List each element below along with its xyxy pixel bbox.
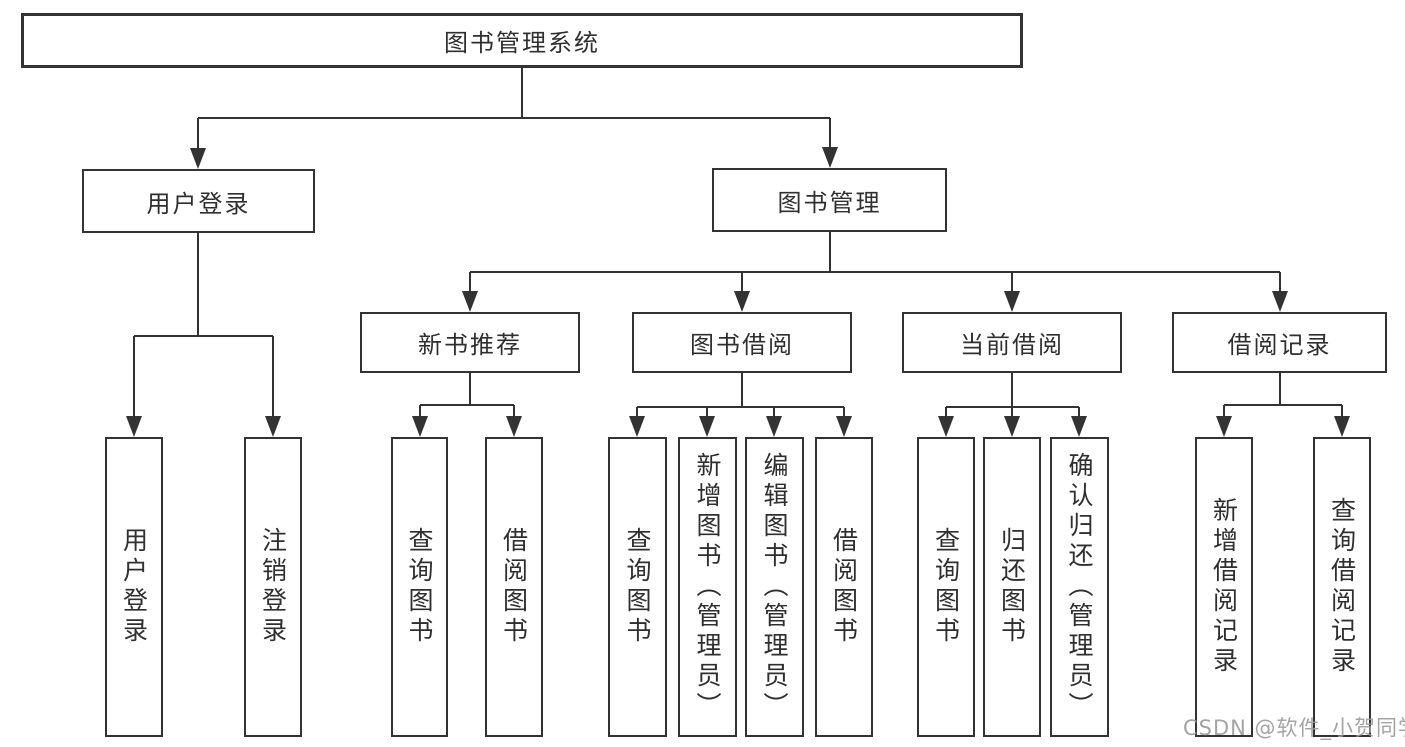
arrowhead-icon bbox=[822, 147, 838, 168]
leaf-recommend-borrow-books-label: 借阅图书 bbox=[499, 527, 529, 647]
arrowhead-icon bbox=[190, 148, 206, 169]
arrowhead-icon bbox=[734, 291, 750, 312]
watermark: CSDN @软件_小贺同学 bbox=[1183, 716, 1405, 740]
leaf-logout-label: 注销登录 bbox=[258, 527, 288, 647]
node-new-book-recommend-label: 新书推荐 bbox=[418, 331, 522, 359]
leaf-confirm-return-admin-label: 确认归还（管理员） bbox=[1065, 452, 1094, 722]
arrowhead-icon bbox=[938, 416, 954, 437]
leaf-borrow-query-books: 查询图书 bbox=[608, 437, 667, 737]
connector-arrowheads bbox=[126, 147, 1350, 437]
leaf-confirm-return-admin: 确认归还（管理员） bbox=[1050, 437, 1109, 737]
leaf-add-borrow-record-label: 新增借阅记录 bbox=[1209, 497, 1239, 677]
node-user-login-label: 用户登录 bbox=[146, 189, 251, 218]
leaf-borrow-query-books-label: 查询图书 bbox=[623, 527, 652, 647]
node-user-login: 用户登录 bbox=[82, 169, 315, 233]
leaf-borrow-books-label: 借阅图书 bbox=[829, 527, 859, 647]
leaf-recommend-query-books: 查询图书 bbox=[391, 437, 448, 737]
leaf-return-books: 归还图书 bbox=[983, 437, 1041, 737]
connector-borrow-records-trunk bbox=[1223, 373, 1343, 416]
leaf-edit-books-admin: 编辑图书（管理员） bbox=[745, 437, 804, 737]
connector-user-login-trunk bbox=[133, 233, 274, 416]
node-new-book-recommend: 新书推荐 bbox=[360, 312, 580, 373]
arrowhead-icon bbox=[265, 416, 281, 437]
connector-book-management-trunk bbox=[469, 232, 1281, 291]
node-book-management: 图书管理 bbox=[712, 168, 947, 232]
arrowhead-icon bbox=[1272, 291, 1288, 312]
node-root-label: 图书管理系统 bbox=[444, 29, 600, 57]
leaf-user-login: 用户登录 bbox=[105, 437, 163, 737]
arrowhead-icon bbox=[1071, 416, 1087, 437]
node-current-borrow: 当前借阅 bbox=[902, 312, 1122, 373]
node-book-borrow: 图书借阅 bbox=[632, 312, 852, 373]
arrowhead-icon bbox=[1004, 291, 1020, 312]
arrowhead-icon bbox=[1216, 416, 1232, 437]
connector-book-borrow-trunk bbox=[636, 373, 845, 416]
leaf-query-borrow-record-label: 查询借阅记录 bbox=[1327, 497, 1357, 677]
node-borrow-records: 借阅记录 bbox=[1172, 312, 1387, 373]
leaf-query-borrow-record: 查询借阅记录 bbox=[1313, 437, 1371, 737]
arrowhead-icon bbox=[462, 291, 478, 312]
leaf-logout: 注销登录 bbox=[244, 437, 302, 737]
arrowhead-icon bbox=[766, 416, 782, 437]
leaf-add-books-admin-label: 新增图书（管理员） bbox=[693, 452, 722, 722]
connector-new-book-trunk bbox=[419, 373, 515, 416]
node-root: 图书管理系统 bbox=[21, 13, 1023, 68]
node-book-borrow-label: 图书借阅 bbox=[690, 331, 794, 359]
arrowhead-icon bbox=[412, 416, 428, 437]
leaf-add-borrow-record: 新增借阅记录 bbox=[1195, 437, 1253, 737]
leaf-add-books-admin: 新增图书（管理员） bbox=[678, 437, 737, 737]
connector-current-borrow-trunk bbox=[945, 373, 1080, 416]
arrowhead-icon bbox=[629, 416, 645, 437]
leaf-current-query-books: 查询图书 bbox=[917, 437, 975, 737]
connector-lines-group bbox=[133, 68, 1343, 416]
arrowhead-icon bbox=[1334, 416, 1350, 437]
arrowhead-icon bbox=[699, 416, 715, 437]
node-book-management-label: 图书管理 bbox=[777, 188, 882, 217]
connector-root-trunk bbox=[197, 68, 831, 148]
leaf-borrow-books: 借阅图书 bbox=[815, 437, 873, 737]
arrowhead-icon bbox=[506, 416, 522, 437]
arrowhead-icon bbox=[836, 416, 852, 437]
arrowhead-icon bbox=[126, 416, 142, 437]
node-borrow-records-label: 借阅记录 bbox=[1227, 331, 1332, 359]
leaf-recommend-query-books-label: 查询图书 bbox=[405, 527, 434, 647]
leaf-user-login-label: 用户登录 bbox=[119, 527, 149, 647]
leaf-return-books-label: 归还图书 bbox=[997, 527, 1027, 647]
leaf-current-query-books-label: 查询图书 bbox=[931, 527, 961, 647]
leaf-edit-books-admin-label: 编辑图书（管理员） bbox=[760, 452, 789, 722]
leaf-recommend-borrow-books: 借阅图书 bbox=[485, 437, 543, 737]
node-current-borrow-label: 当前借阅 bbox=[960, 331, 1064, 359]
arrowhead-icon bbox=[1004, 416, 1020, 437]
